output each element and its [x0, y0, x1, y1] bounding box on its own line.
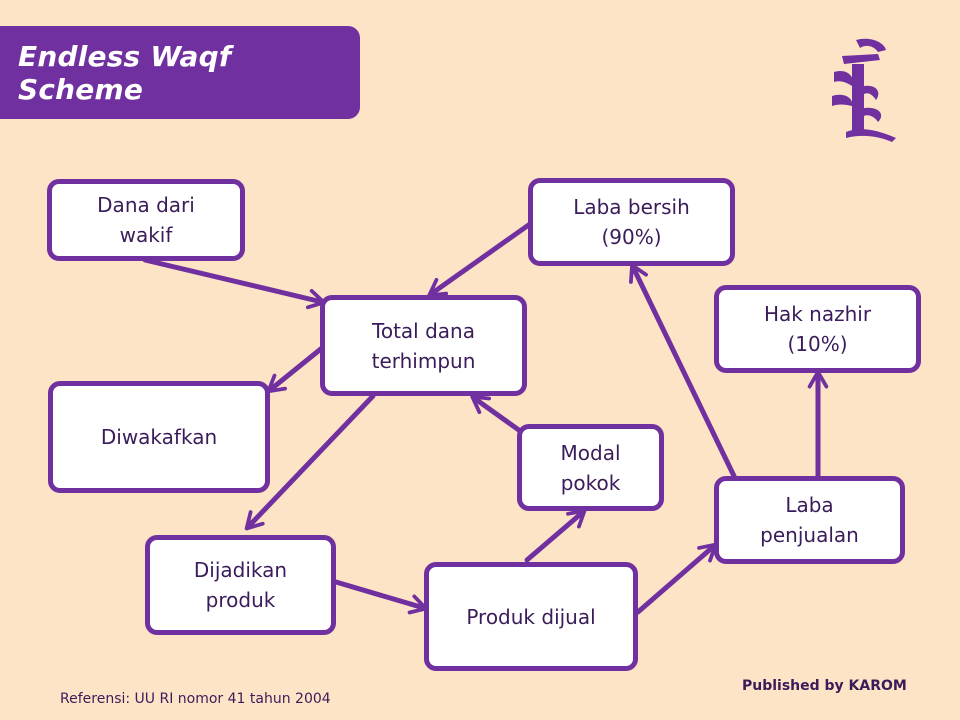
arrow-laba-penjualan-to-laba-bersih: [629, 263, 737, 479]
node-label: Dijadikan produk: [193, 558, 288, 612]
node-diwakafkan: Diwakafkan: [48, 381, 270, 493]
title-banner: Endless Waqf Scheme: [0, 26, 360, 119]
node-hak-nazhir: Hak nazhir (10%): [714, 285, 921, 373]
node-dana-dari-wakif: Dana dari wakif: [47, 179, 245, 261]
reference-note: Referensi: UU RI nomor 41 tahun 2004: [60, 691, 331, 707]
node-laba-penjualan: Laba penjualan: [714, 476, 905, 564]
node-label: Hak nazhir (10%): [763, 302, 872, 356]
page-title: Endless Waqf Scheme: [18, 39, 232, 106]
arrow-total-to-dijadikan: [244, 393, 376, 531]
node-label: Diwakafkan: [100, 425, 218, 449]
arrow-produk-to-laba-penjualan: [635, 542, 718, 615]
arrow-produk-to-modal: [524, 508, 587, 563]
arrow-dijadikan-to-produk: [333, 579, 428, 615]
node-label: Total dana terhimpun: [371, 318, 476, 373]
node-label: Laba penjualan: [760, 493, 859, 547]
arrow-laba-bersih-to-total: [427, 221, 533, 298]
node-label: Modal pokok: [560, 440, 621, 495]
mongolian-script-logo-icon: [832, 38, 896, 142]
publisher-credit: Published by KAROM: [742, 678, 907, 694]
node-total-dana-terhimpun: Total dana terhimpun: [320, 295, 527, 396]
arrow-wakif-to-total: [142, 257, 326, 310]
node-produk-dijual: Produk dijual: [424, 562, 638, 671]
arrow-modal-to-total: [470, 394, 526, 436]
node-label: Dana dari wakif: [97, 193, 195, 247]
node-label: Laba bersih (90%): [573, 195, 690, 249]
node-laba-bersih: Laba bersih (90%): [528, 178, 735, 266]
node-modal-pokok: Modal pokok: [517, 424, 664, 511]
node-dijadikan-produk: Dijadikan produk: [145, 535, 336, 635]
arrow-total-to-diwakafkan: [266, 345, 325, 394]
node-label: Produk dijual: [466, 604, 596, 629]
